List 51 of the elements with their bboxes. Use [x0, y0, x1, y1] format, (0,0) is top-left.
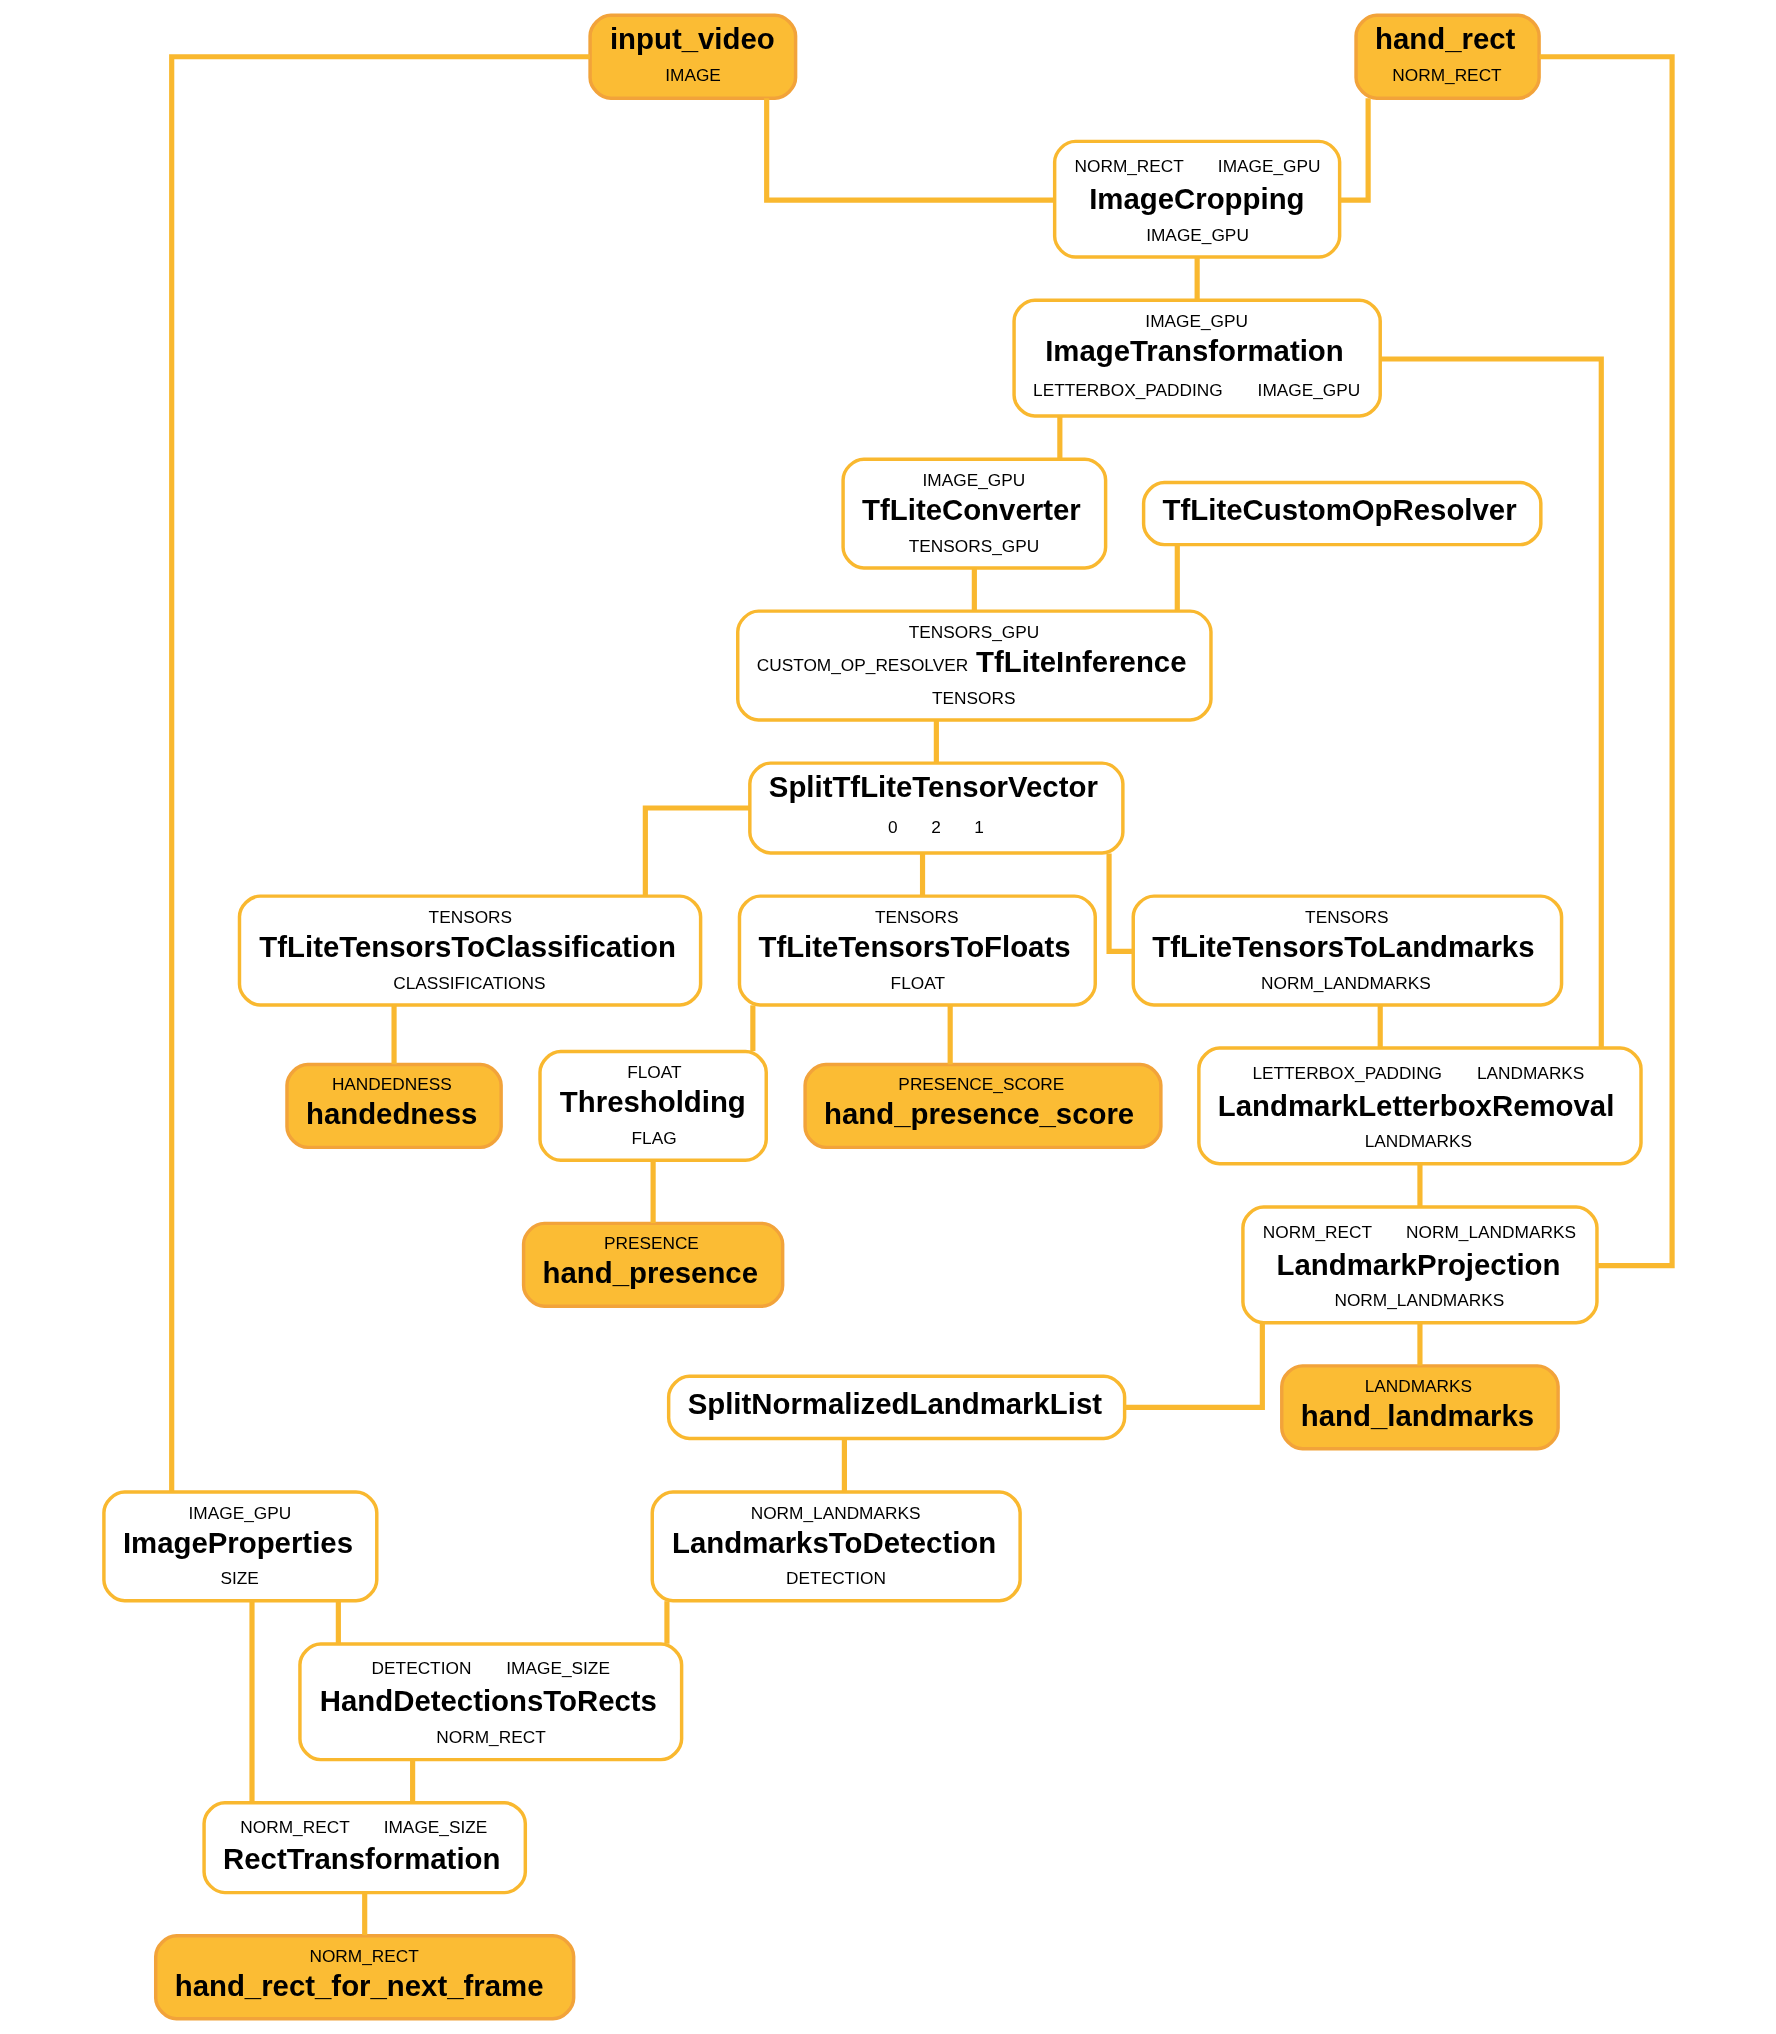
node-box: NORM_RECT hand_rect_for_next_frame — [154, 1934, 576, 2021]
node-box: IMAGE_GPU ImageTransformation LETTERBOX_PADDING IMAGE_GPU — [1012, 298, 1382, 418]
connector — [1174, 545, 1180, 611]
node-box: TENSORS_GPU CUSTOM_OP_RESOLVER TfLiteInference TENSORS — [736, 609, 1213, 722]
connector — [764, 98, 1055, 203]
node-box: TENSORS TfLiteTensorsToLandmarks NORM_LANDMARKS — [1131, 894, 1564, 1007]
connector — [169, 54, 590, 1492]
connector — [1539, 54, 1675, 1269]
node-box: PRESENCE hand_presence — [521, 1221, 785, 1308]
connector — [947, 1005, 953, 1065]
node-box: DETECTION IMAGE_SIZE HandDetectionsToRects NORM_RECT — [298, 1642, 684, 1762]
node-box: LANDMARKS hand_landmarks — [1280, 1364, 1560, 1451]
node-box: LETTERBOX_PADDING LANDMARKS LandmarkLetterboxRemoval LANDMARKS — [1197, 1046, 1643, 1166]
connector — [642, 805, 750, 896]
connector — [1106, 853, 1134, 954]
connector — [1125, 1322, 1265, 1410]
node-box: NORM_RECT IMAGE_GPU ImageCropping IMAGE_GPU — [1052, 139, 1342, 259]
connector — [410, 1760, 416, 1803]
connector — [335, 1601, 341, 1644]
connector — [664, 1601, 670, 1644]
connector — [650, 1160, 656, 1224]
connector — [362, 1893, 368, 1936]
node-box: HANDEDNESS handedness — [285, 1062, 503, 1150]
connector — [1380, 356, 1604, 1048]
node-box: NORM_RECT NORM_LANDMARKS LandmarkProjection NORM_LANDMARKS — [1241, 1205, 1599, 1325]
node-box: IMAGE_GPU TfLiteConverter TENSORS_GPU — [841, 457, 1108, 570]
node-box: TfLiteCustomOpResolver — [1141, 480, 1543, 547]
connector — [1339, 98, 1371, 203]
connector — [933, 720, 939, 763]
connector — [249, 1600, 255, 1803]
node-box: PRESENCE_SCORE hand_presence_score — [803, 1062, 1163, 1150]
connector — [1057, 416, 1063, 459]
connector — [1417, 1164, 1423, 1207]
connector — [919, 853, 926, 896]
connector — [1417, 1322, 1423, 1366]
node-box: TENSORS TfLiteTensorsToFloats FLOAT — [737, 894, 1097, 1007]
connector — [971, 568, 977, 611]
node-box: NORM_LANDMARKS LandmarksToDetection DETECTION — [650, 1490, 1022, 1603]
node-box: IMAGE_GPU ImageProperties SIZE — [102, 1490, 379, 1603]
connector — [391, 1005, 397, 1065]
node-box: SplitTfLiteTensorVector 0 2 1 — [748, 761, 1125, 855]
connector — [1377, 1005, 1383, 1048]
node-box: SplitNormalizedLandmarkList — [666, 1374, 1127, 1441]
node-box: NORM_RECT IMAGE_SIZE RectTransformation — [202, 1801, 528, 1895]
node-box: TENSORS TfLiteTensorsToClassification CLASSIFICATIONS — [237, 894, 703, 1007]
connector — [750, 1005, 756, 1052]
connector — [841, 1438, 847, 1492]
connector — [1194, 257, 1200, 300]
node-box: hand_rect NORM_RECT — [1354, 13, 1541, 100]
node-box: FLOAT Thresholding FLAG — [538, 1049, 768, 1163]
node-box: input_video IMAGE — [588, 13, 798, 100]
